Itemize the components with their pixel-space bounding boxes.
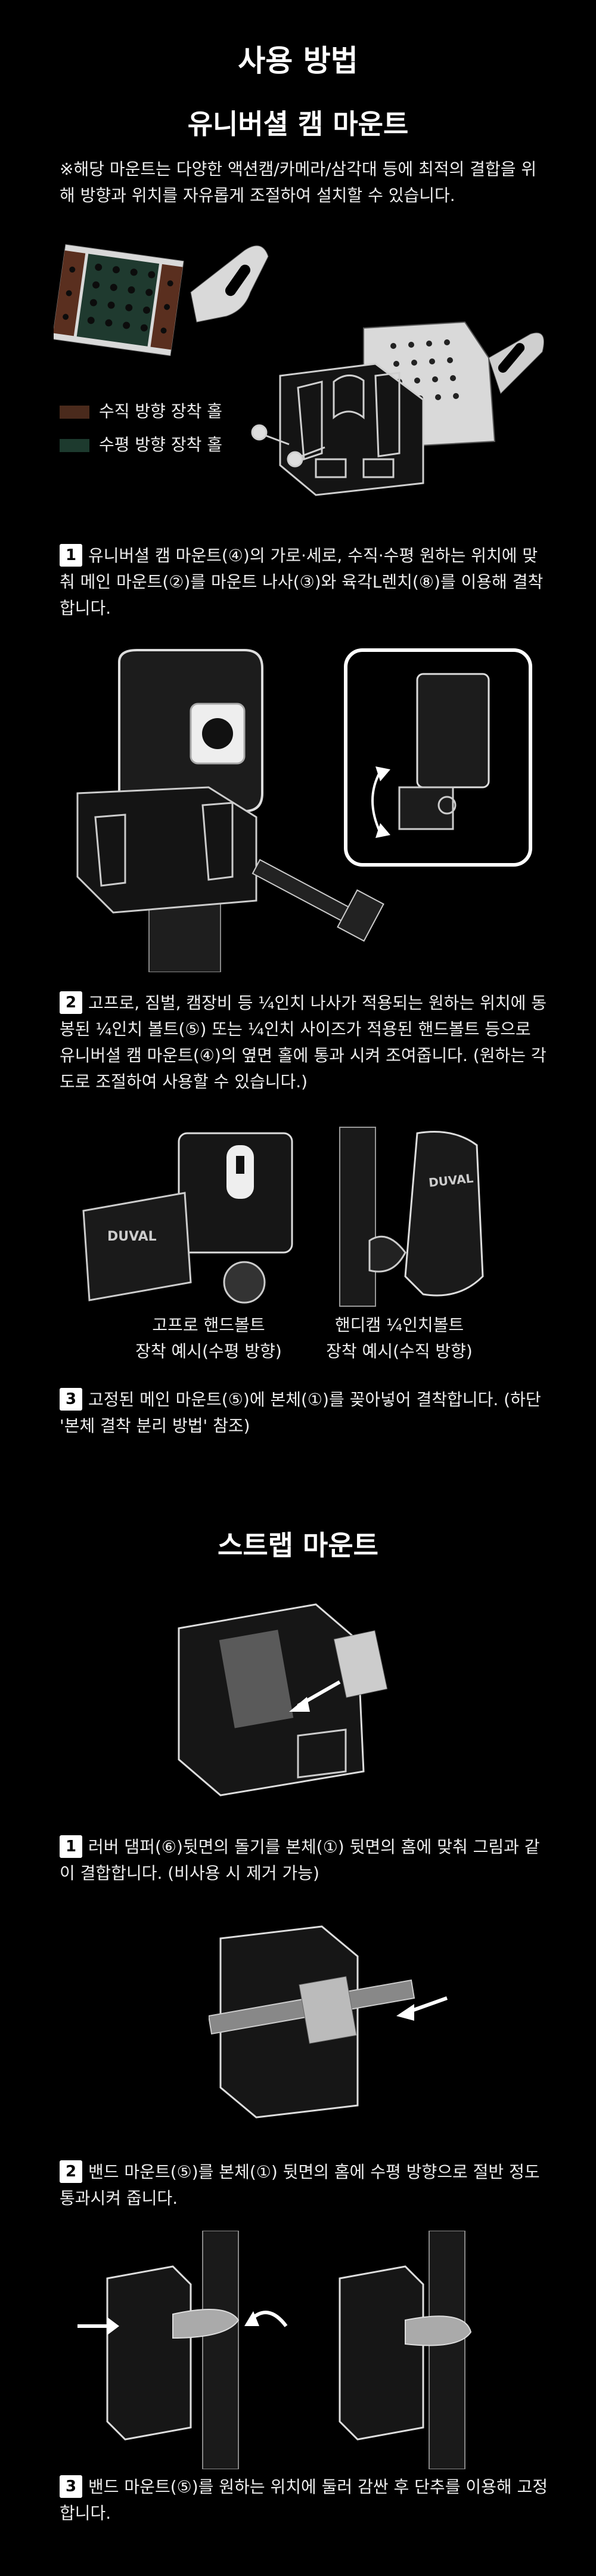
intro-text: ※해당 마운트는 다양한 액션캠/카메라/삼각대 등에 최적의 결합을 위해 방… <box>60 159 537 205</box>
step-number: 1 <box>60 1835 82 1858</box>
step-number: 2 <box>60 991 82 1014</box>
step-text: 고정된 메인 마운트(⑤)에 본체(①)를 꽂아넣어 결착합니다. (하단 '본… <box>60 1390 541 1436</box>
step-text: 러버 댐퍼(⑥)뒷면의 돌기를 본체(①) 뒷면의 홈에 맞춰 그림과 같이 결… <box>60 1837 540 1883</box>
strap-wrap-illustration <box>77 2231 472 2469</box>
step-number: 3 <box>60 1388 82 1411</box>
caption-handycam: 핸디캠 ¼인치볼트 장착 예시(수직 방향) <box>310 1312 489 1365</box>
step-text: 고프로, 짐벌, 캠장비 등 ¼인치 나사가 적용되는 원하는 위치에 동봉된 … <box>60 993 547 1091</box>
caption-line: 장착 예시(수직 방향) <box>326 1341 473 1361</box>
caption-line: 핸디캠 ¼인치볼트 <box>334 1315 464 1335</box>
legend-vertical-holes: 수직 방향 장착 홀 <box>60 398 222 422</box>
page-title: 사용 방법 <box>238 44 358 78</box>
camera-mount-assembly-illustration <box>76 648 532 972</box>
cam-mount-plate-illustration <box>54 244 544 496</box>
legend-swatch-horizontal <box>60 439 89 452</box>
section-title-strap-mount: 스트랩 마운트 <box>218 1529 378 1561</box>
step-number: 1 <box>60 544 82 567</box>
step-text: 유니버셜 캠 마운트(④)의 가로·세로, 수직·수평 원하는 위치에 맞춰 메… <box>60 546 544 618</box>
step-text: 밴드 마운트(⑤)를 본체(①) 뒷면의 홈에 수평 방향으로 절반 정도 통과… <box>60 2162 540 2208</box>
caption-line: 장착 예시(수평 방향) <box>135 1341 282 1361</box>
caption-line: 고프로 핸드볼트 <box>152 1315 265 1335</box>
caption-gopro: 고프로 핸드볼트 장착 예시(수평 방향) <box>131 1312 286 1365</box>
legend-swatch-vertical <box>60 406 89 419</box>
step-number: 3 <box>60 2475 82 2498</box>
legend-horizontal-holes: 수평 방향 장착 홀 <box>60 432 222 456</box>
mounting-examples-illustration: DUVAL DUVAL <box>82 1127 484 1307</box>
legend-label: 수직 방향 장착 홀 <box>99 401 223 421</box>
step-text: 밴드 마운트(⑤)를 원하는 위치에 둘러 감싼 후 단추를 이용해 고정합니다… <box>60 2477 548 2523</box>
band-mount-insert-illustration <box>209 1925 448 2119</box>
step-number: 2 <box>60 2160 82 2183</box>
brand-logo: DUVAL <box>107 1229 157 1244</box>
rubber-damper-illustration <box>178 1603 388 1796</box>
legend-label: 수평 방향 장착 홀 <box>99 435 223 454</box>
section-title-universal-mount: 유니버셜 캠 마운트 <box>187 108 409 140</box>
